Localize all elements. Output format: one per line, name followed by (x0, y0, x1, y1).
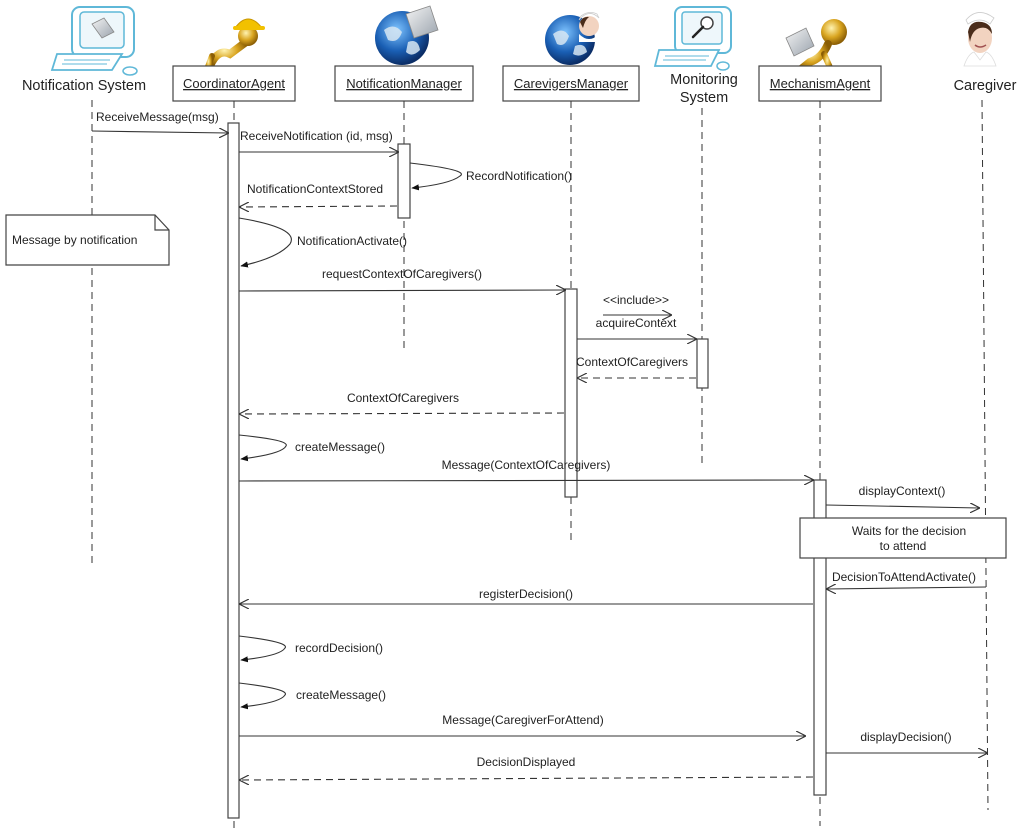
message-label: requestContextOfCaregivers() (322, 267, 482, 281)
participant-notification-system[interactable]: Notification System (22, 78, 146, 94)
note-waits-for-decision: Waits for the decision to attend (799, 517, 1007, 559)
message-arrow (91, 131, 228, 133)
message-arrow (827, 587, 987, 589)
activation-coordinator-agent (227, 122, 240, 819)
computer-magnifier-icon (653, 6, 732, 71)
message-label: registerDecision() (479, 587, 573, 601)
globe-nurse-icon (545, 12, 600, 65)
note-message-by-notification: Message by notification (5, 214, 170, 266)
message-label: Message(CaregiverForAttend) (442, 713, 603, 727)
figure-envelope-icon (785, 19, 847, 75)
message-label: ReceiveMessage(msg) (96, 110, 219, 124)
activation-notification-manager (397, 143, 411, 219)
message-label: ContextOfCaregivers (347, 391, 459, 405)
self-message-arrow (238, 217, 292, 268)
participant-label: MechanismAgent (770, 76, 871, 91)
participant-label: CoordinatorAgent (183, 76, 285, 91)
note-text-line-2: to attend (880, 539, 927, 553)
message-label: createMessage() (296, 688, 386, 702)
message-label: displayDecision() (860, 730, 951, 744)
participant-label-line-2: System (680, 90, 728, 106)
return-arrow (240, 206, 398, 207)
nurse-icon (963, 12, 997, 67)
self-message-arrow (238, 434, 287, 462)
message-label: recordDecision() (295, 641, 383, 655)
message-label: acquireContext (596, 316, 677, 330)
participant-coordinator-agent[interactable]: CoordinatorAgent (172, 65, 296, 102)
message-label: NotificationContextStored (247, 182, 383, 196)
participant-label: NotificationManager (346, 76, 462, 91)
note-text-line-1: Waits for the decision (852, 524, 966, 538)
message-label: ReceiveNotification (id, msg) (240, 129, 393, 143)
self-message-arrow (409, 162, 462, 191)
message-arrow (825, 505, 979, 508)
activation-monitoring-system (696, 338, 709, 389)
worker-figure-icon (203, 18, 265, 75)
message-label: Message(ContextOfCaregivers) (442, 458, 611, 472)
message-label: DecisionDisplayed (477, 755, 576, 769)
activation-carevigers-manager (564, 288, 578, 498)
stereotype-label: <<include>> (603, 293, 669, 307)
return-arrow (240, 777, 814, 780)
participant-carevigers-manager[interactable]: CarevigersManager (502, 65, 640, 102)
globe-envelope-icon (375, 5, 439, 65)
computer-envelope-icon (50, 6, 138, 76)
message-label: NotificationActivate() (297, 234, 407, 248)
participant-notification-manager[interactable]: NotificationManager (334, 65, 474, 102)
participant-label-line-1: Monitoring (670, 72, 738, 88)
message-label: displayContext() (859, 484, 946, 498)
lifeline-caregiver (981, 99, 989, 811)
message-arrow (238, 290, 565, 291)
note-text: Message by notification (12, 233, 137, 247)
return-arrow (240, 413, 565, 414)
participant-mechanism-agent[interactable]: MechanismAgent (758, 65, 882, 102)
message-arrow (238, 480, 813, 481)
self-message-arrow (238, 682, 286, 710)
participant-caregiver[interactable]: Caregiver (954, 78, 1017, 94)
participant-label: CarevigersManager (514, 76, 629, 91)
self-message-arrow (238, 635, 286, 663)
participant-label: Caregiver (954, 78, 1017, 94)
message-label: DecisionToAttendActivate() (832, 570, 976, 584)
message-label: ContextOfCaregivers (576, 355, 688, 369)
message-label: RecordNotification() (466, 169, 572, 183)
participant-label: Notification System (22, 78, 146, 94)
activation-mechanism-agent (813, 479, 827, 796)
message-label: createMessage() (295, 440, 385, 454)
participant-monitoring-system[interactable]: Monitoring System (670, 72, 738, 106)
